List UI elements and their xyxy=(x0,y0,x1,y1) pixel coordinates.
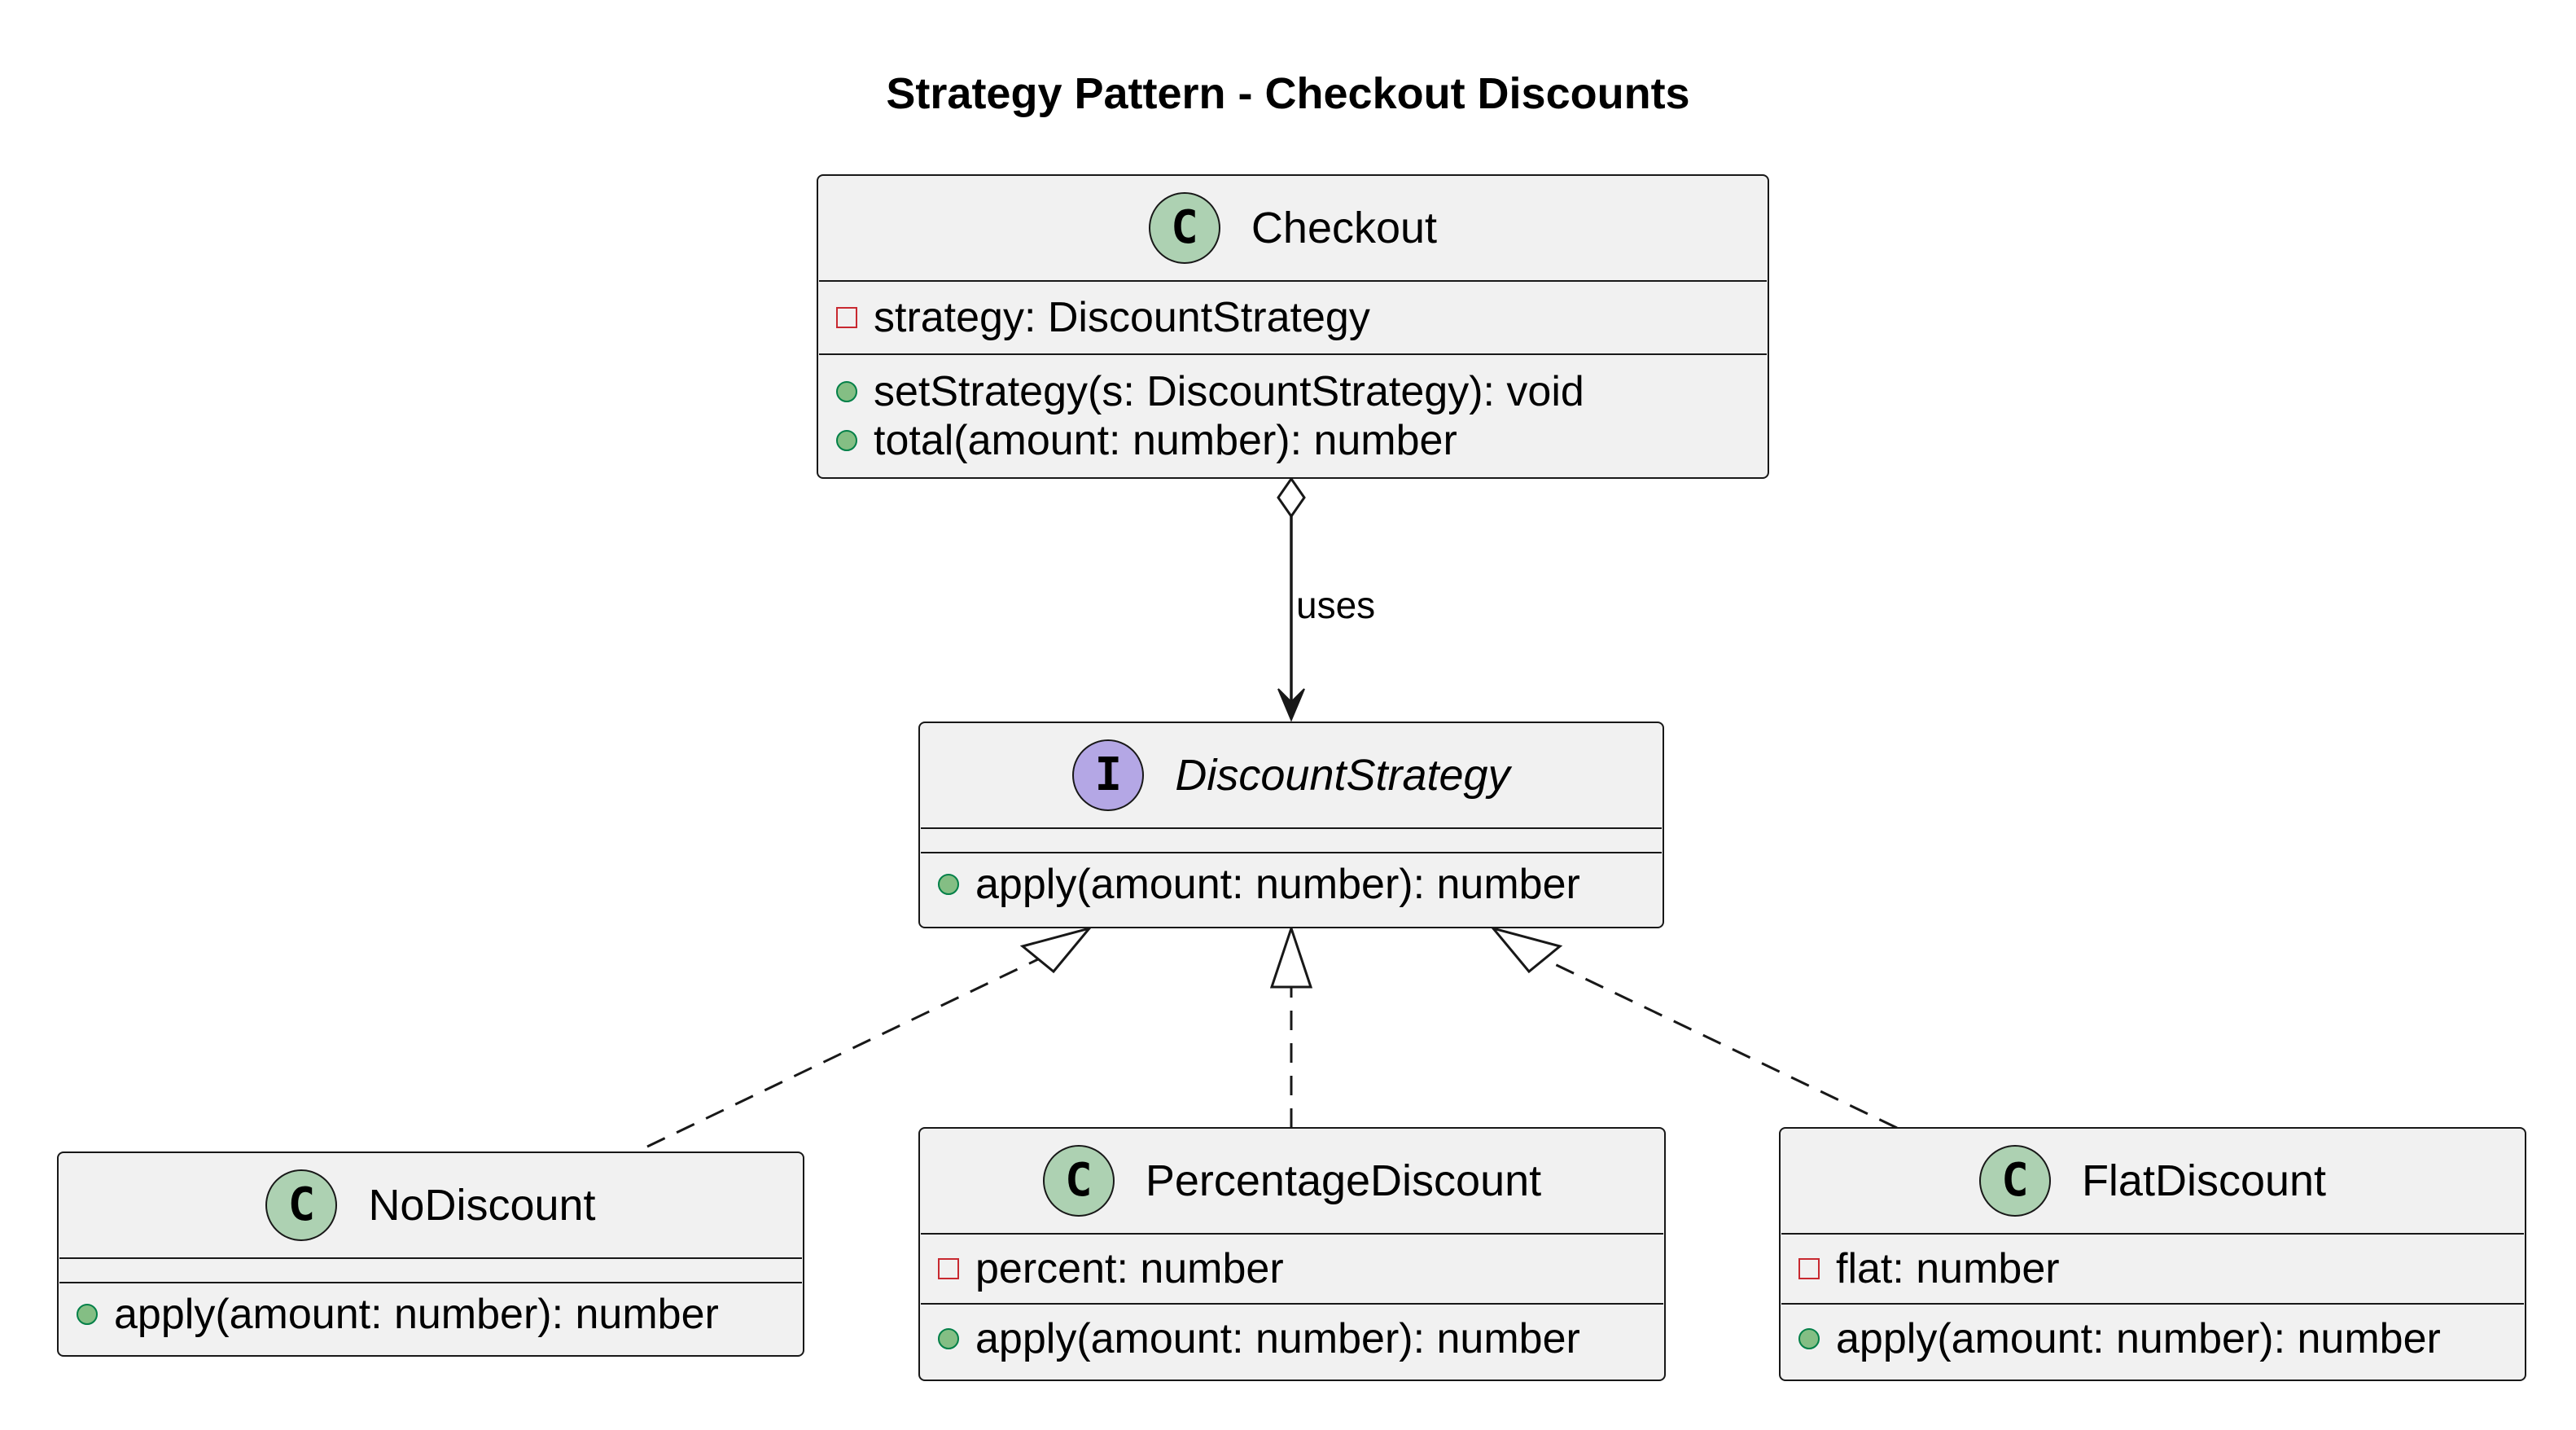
flat-discount-methods: apply(amount: number): number xyxy=(1781,1305,2525,1363)
flat-realization-line xyxy=(1544,958,1898,1130)
checkout-separator xyxy=(819,280,1767,282)
nodiscount-method-text: apply(amount: number): number xyxy=(114,1291,719,1338)
public-visibility-icon xyxy=(836,381,857,402)
percentage-discount-class-name: PercentageDiscount xyxy=(1145,1156,1542,1205)
checkout-method-total: total(amount: number): number xyxy=(818,416,1768,465)
flat-discount-field-flat: flat: number xyxy=(1781,1244,2525,1293)
checkout-field-strategy: strategy: DiscountStrategy xyxy=(818,293,1768,342)
checkout-method-text: setStrategy(s: DiscountStrategy): void xyxy=(874,368,1584,415)
checkout-methods: setStrategy(s: DiscountStrategy): void t… xyxy=(818,355,1768,465)
percentage-discount-header: C PercentageDiscount xyxy=(920,1129,1664,1233)
flat-discount-class[interactable]: C FlatDiscount flat: number apply(amount… xyxy=(1779,1127,2526,1381)
uses-arrowhead xyxy=(1277,688,1305,722)
public-visibility-icon xyxy=(836,430,857,451)
percentage-discount-separator xyxy=(921,1233,1663,1235)
percentage-discount-methods: apply(amount: number): number xyxy=(920,1305,1664,1363)
flat-discount-header: C FlatDiscount xyxy=(1781,1129,2525,1233)
class-c-badge-icon: C xyxy=(1042,1145,1115,1217)
percentage-discount-class[interactable]: C PercentageDiscount percent: number app… xyxy=(918,1127,1666,1381)
uses-relation-label: uses xyxy=(1296,584,1376,626)
realization-flat-edge xyxy=(1489,926,1898,1130)
interface-i-badge-icon: I xyxy=(1072,739,1145,811)
checkout-field-text: strategy: DiscountStrategy xyxy=(874,294,1370,341)
flat-discount-fields: flat: number xyxy=(1781,1235,2525,1303)
public-visibility-icon xyxy=(938,1328,959,1349)
nodiscount-realization-triangle xyxy=(1019,926,1093,974)
nodiscount-method-apply: apply(amount: number): number xyxy=(59,1290,803,1339)
percentage-discount-method-text: apply(amount: number): number xyxy=(975,1315,1580,1362)
percentage-realization-triangle xyxy=(1269,924,1313,989)
nodiscount-methods: apply(amount: number): number xyxy=(59,1283,803,1339)
checkout-method-setstrategy: setStrategy(s: DiscountStrategy): void xyxy=(818,367,1768,416)
discount-strategy-name: DiscountStrategy xyxy=(1175,751,1510,800)
flat-discount-field-text: flat: number xyxy=(1836,1245,2060,1292)
aggregation-uses-edge xyxy=(1277,476,1306,722)
nodiscount-realization-line xyxy=(646,958,1039,1148)
checkout-separator xyxy=(819,353,1767,355)
realization-percentage-edge xyxy=(1269,924,1313,1128)
discount-strategy-methods: apply(amount: number): number xyxy=(920,853,1663,909)
public-visibility-icon xyxy=(77,1304,98,1325)
discount-strategy-fields xyxy=(920,829,1663,852)
flat-discount-method-text: apply(amount: number): number xyxy=(1836,1315,2441,1362)
private-visibility-icon xyxy=(1798,1258,1820,1279)
diagram-title: Strategy Pattern - Checkout Discounts xyxy=(886,69,1690,118)
nodiscount-header: C NoDiscount xyxy=(59,1153,803,1257)
flat-discount-separator xyxy=(1781,1303,2524,1305)
checkout-method-text: total(amount: number): number xyxy=(874,417,1457,464)
class-c-badge-icon: C xyxy=(1148,192,1220,264)
nodiscount-separator xyxy=(59,1257,802,1259)
discount-strategy-method-text: apply(amount: number): number xyxy=(975,861,1580,908)
class-c-badge-icon: C xyxy=(1978,1145,2051,1217)
percentage-discount-fields: percent: number xyxy=(920,1235,1664,1303)
discount-strategy-method-apply: apply(amount: number): number xyxy=(920,860,1663,909)
checkout-header: C Checkout xyxy=(818,176,1768,280)
checkout-class-name: Checkout xyxy=(1251,204,1438,252)
class-c-badge-icon: C xyxy=(265,1169,338,1241)
nodiscount-separator xyxy=(59,1282,802,1283)
flat-discount-class-name: FlatDiscount xyxy=(2081,1156,2327,1205)
aggregation-diamond xyxy=(1277,476,1306,519)
discount-strategy-interface[interactable]: I DiscountStrategy apply(amount: number)… xyxy=(918,722,1664,928)
checkout-class[interactable]: C Checkout strategy: DiscountStrategy se… xyxy=(817,174,1769,479)
nodiscount-fields xyxy=(59,1259,803,1282)
percentage-discount-method-apply: apply(amount: number): number xyxy=(920,1314,1664,1363)
percentage-discount-field-percent: percent: number xyxy=(920,1244,1664,1293)
flat-discount-separator xyxy=(1781,1233,2524,1235)
percentage-discount-separator xyxy=(921,1303,1663,1305)
discount-strategy-header: I DiscountStrategy xyxy=(920,723,1663,827)
checkout-fields: strategy: DiscountStrategy xyxy=(818,282,1768,353)
public-visibility-icon xyxy=(938,874,959,895)
realization-nodiscount-edge xyxy=(646,926,1093,1148)
flat-discount-method-apply: apply(amount: number): number xyxy=(1781,1314,2525,1363)
public-visibility-icon xyxy=(1798,1328,1820,1349)
nodiscount-class[interactable]: C NoDiscount apply(amount: number): numb… xyxy=(57,1151,804,1357)
discount-strategy-separator xyxy=(921,827,1662,829)
percentage-discount-field-text: percent: number xyxy=(975,1245,1284,1292)
private-visibility-icon xyxy=(836,307,857,328)
discount-strategy-separator xyxy=(921,852,1662,853)
flat-realization-triangle xyxy=(1489,926,1563,974)
nodiscount-class-name: NoDiscount xyxy=(368,1181,596,1230)
private-visibility-icon xyxy=(938,1258,959,1279)
